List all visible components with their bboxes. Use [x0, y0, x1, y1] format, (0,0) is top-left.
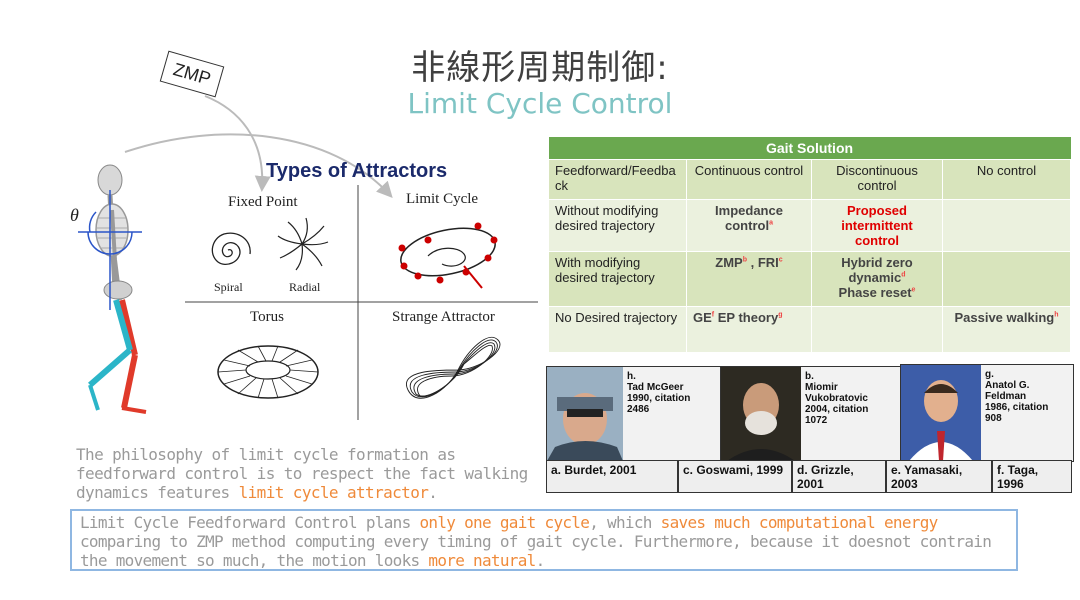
portrait-feldman — [901, 365, 981, 461]
strange-attractor-glyph — [405, 336, 501, 399]
theta-label: θ — [70, 205, 79, 225]
table-cell: Discontinuous control — [811, 159, 943, 200]
table-cell: Without modifying desired trajectory — [548, 199, 687, 252]
table-cell — [811, 306, 943, 353]
ref-taga: f. Taga, 1996 — [992, 460, 1072, 493]
spiral-glyph — [211, 232, 251, 266]
portrait-vukobratovic — [721, 367, 801, 461]
title-english: Limit Cycle Control — [407, 87, 673, 120]
table-cell: Continuous control — [686, 159, 812, 200]
torus-label: Torus — [250, 309, 284, 325]
limit-cycle-label: Limit Cycle — [406, 191, 479, 207]
table-cell: Impedance controla — [686, 199, 812, 252]
table-cell: GEf EP theoryg — [686, 306, 812, 353]
caption-vukobratovic: b. Miomir Vukobratovic 2004, citation 10… — [805, 371, 869, 426]
fixed-point-label: Fixed Point — [228, 194, 298, 210]
radial-label: Radial — [289, 280, 321, 294]
portrait-mcgeer — [547, 367, 623, 461]
photo-feldman: g. Anatol G. Feldman 1986, citation 908 — [900, 364, 1074, 462]
philosophy-text: The philosophy of limit cycle formation … — [76, 445, 528, 502]
table-cell: With modifying desired trajectory — [548, 251, 687, 307]
radial-glyph — [277, 217, 329, 271]
photo-mcgeer: h. Tad McGeer 1990, citation 2486 — [546, 366, 722, 462]
table-cell: ZMPb , FRIc — [686, 251, 812, 307]
ref-grizzle: d. Grizzle, 2001 — [792, 460, 886, 493]
table-cell-proposed: Proposed intermittent control — [811, 199, 943, 252]
limit-cycle-glyph — [398, 222, 498, 289]
ref-yamasaki: e. Yamasaki, 2003 — [886, 460, 992, 493]
walking-skeleton-figure — [78, 164, 147, 414]
caption-mcgeer: h. Tad McGeer 1990, citation 2486 — [627, 371, 691, 415]
ref-goswami: c. Goswami, 1999 — [678, 460, 792, 493]
photo-vukobratovic: b. Miomir Vukobratovic 2004, citation 10… — [720, 366, 902, 462]
table-cell: No Desired trajectory — [548, 306, 687, 353]
table-header: Gait Solution — [548, 137, 1071, 160]
table-cell — [942, 251, 1071, 307]
philosophy-highlight: limit cycle attractor — [238, 483, 429, 502]
ref-burdet: a. Burdet, 2001 — [546, 460, 678, 493]
table-cell — [942, 199, 1071, 252]
torus-glyph — [217, 345, 319, 399]
attractors-title: Types of Attractors — [266, 160, 448, 182]
title-chinese: 非線形周期制御: — [411, 48, 669, 88]
table-cell: No control — [942, 159, 1071, 200]
strange-attractor-label: Strange Attractor — [392, 309, 495, 325]
table-cell: Feedforward/Feedba ck — [548, 159, 687, 200]
spiral-label: Spiral — [214, 280, 243, 294]
table-cell: Passive walkingh — [942, 306, 1071, 353]
caption-feldman: g. Anatol G. Feldman 1986, citation 908 — [985, 369, 1049, 424]
summary-box: Limit Cycle Feedforward Control plans on… — [70, 509, 1018, 571]
gait-solution-table: Gait Solution Feedforward/Feedba ck Cont… — [548, 137, 1071, 353]
attractors-diagram — [185, 185, 538, 420]
